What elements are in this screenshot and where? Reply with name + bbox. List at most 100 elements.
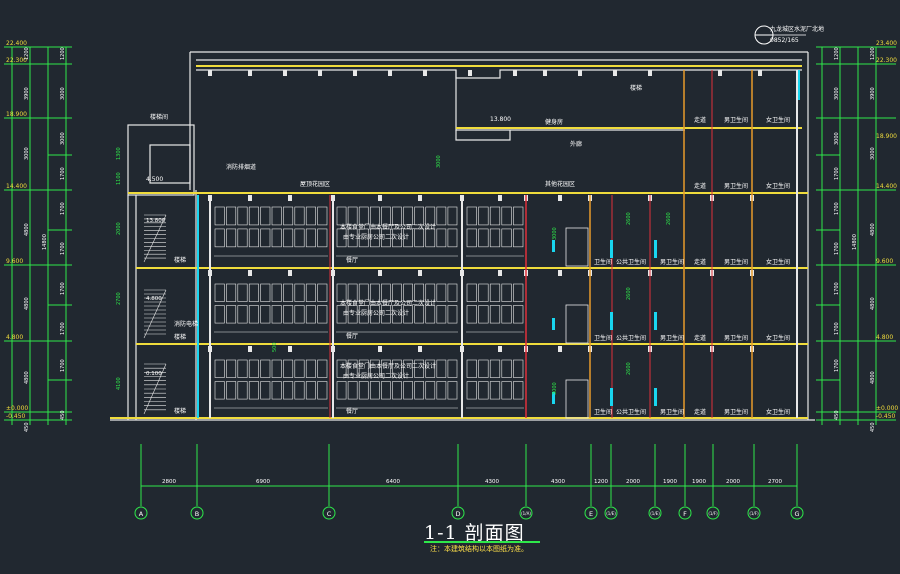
right-elevation-labels: 23.400 22.300 18.900 14.400 9.600 4.800 … [876,40,898,420]
inner-dim: 2600 [626,362,632,375]
label-hall-2: 餐厅 [346,256,358,264]
axis-dim: 1900 [663,479,677,485]
right-mid-dim: 3000 [834,132,840,145]
window-panel [305,359,316,378]
window-panel [466,206,477,226]
label-wc-0: 卫生间 [594,408,612,416]
hall-panels [214,206,524,409]
right-elev-4: 9.600 [876,258,893,265]
window-panel [489,305,501,324]
label-upper-hall: 健身房 [545,118,563,126]
window-panel [283,359,294,378]
drawing-note: 注：本建筑结构以本图纸为准。 [430,545,528,553]
window-panel [447,359,458,378]
window-panel [447,206,458,226]
label-elev-b: 4.500 [146,176,163,183]
window-panel [294,283,305,302]
label-corridor-2: 走道 [694,258,706,266]
beam-ticks [208,70,762,352]
window-panel [271,206,282,226]
right-elev-3: 14.400 [876,183,897,190]
label-elev-a: 13.800 [490,116,511,123]
floor-elev-0100: 0.100 [146,371,162,377]
window-panel [347,359,358,378]
beam-tick [718,70,722,76]
label-stair-1: 楼梯 [174,333,186,341]
window-panel [478,283,489,302]
label-female-wc-0: 女卫生间 [766,408,790,416]
window-panel [358,359,369,378]
window-panel [317,359,328,378]
right-total-dim: 14800 [852,234,858,250]
window-panel [237,283,248,302]
left-outer-dim: 3900 [24,87,30,100]
window-panel [369,381,380,400]
window-panel [248,206,259,226]
window-panel [305,381,316,400]
label-canteen-note-2b: 由专业厨房公司二次设计 [343,309,409,317]
right-elev-0: 23.400 [876,40,897,47]
callout-line1: 九龙城区水泥厂北地 [770,25,824,33]
window-panel [513,206,524,226]
window-panel [305,305,316,324]
right-outer-dim: 4800 [870,371,876,384]
left-outer-dim: 450 [24,422,30,432]
window-panel [214,359,225,378]
window-panel [214,228,225,248]
left-mid-dim: 1700 [60,167,66,180]
window-panel [248,381,259,400]
window-panel [436,305,447,324]
beam-tick [318,70,322,76]
beam-tick [423,70,427,76]
inner-dim: 2700 [116,292,122,305]
label-top-room: 楼梯 [630,84,642,92]
right-elev-1: 22.300 [876,57,897,64]
window-panel [260,206,271,226]
window-panel [237,305,248,324]
axis-dim: 2800 [162,479,176,485]
window-panel [414,381,425,400]
window-panel [478,381,489,400]
window-panel [501,206,512,226]
axis-dim: 6400 [386,479,400,485]
inner-dim: 3000 [436,155,442,168]
beam-tick [578,70,582,76]
axis-dim: 1200 [594,479,608,485]
label-canteen-note-1c: 本楼食堂门由本餐厅及公司二次设计 [340,362,436,370]
label-restroom-1: 公共卫生间 [616,334,646,342]
window-panel [501,359,512,378]
right-mid-dim: 1700 [834,242,840,255]
right-outer-dim: 3900 [870,87,876,100]
axis-D: D [455,510,460,518]
glazing-markers [552,240,657,406]
inner-dim: 2600 [666,212,672,225]
stair-stringer [143,289,167,339]
window-panel [358,305,369,324]
beam-tick [498,195,502,201]
window-panel [214,305,225,324]
window-panel [369,206,380,226]
right-outer-dim: 450 [870,422,876,432]
window-panel [347,305,358,324]
label-female-wc-1: 女卫生间 [766,334,790,342]
window-panel [466,228,477,248]
beam-tick [248,70,252,76]
beam-tick [378,270,382,276]
axis-E: E [589,510,593,518]
label-male-wc-0b: 男卫生间 [724,408,748,416]
axis-1A: (1/A) [521,511,531,516]
window-panel [294,228,305,248]
window-panel [237,381,248,400]
window-panel [317,305,328,324]
window-panel [248,283,259,302]
label-corridor-1: 走道 [694,334,706,342]
window-panel [478,228,489,248]
beam-tick [558,346,562,352]
axis-dim: 2000 [626,479,640,485]
beam-tick [498,346,502,352]
window-panel [403,359,413,378]
window-panel [226,228,237,248]
label-corridor-3: 走道 [694,182,706,190]
label-corridor-4: 走道 [694,116,706,124]
